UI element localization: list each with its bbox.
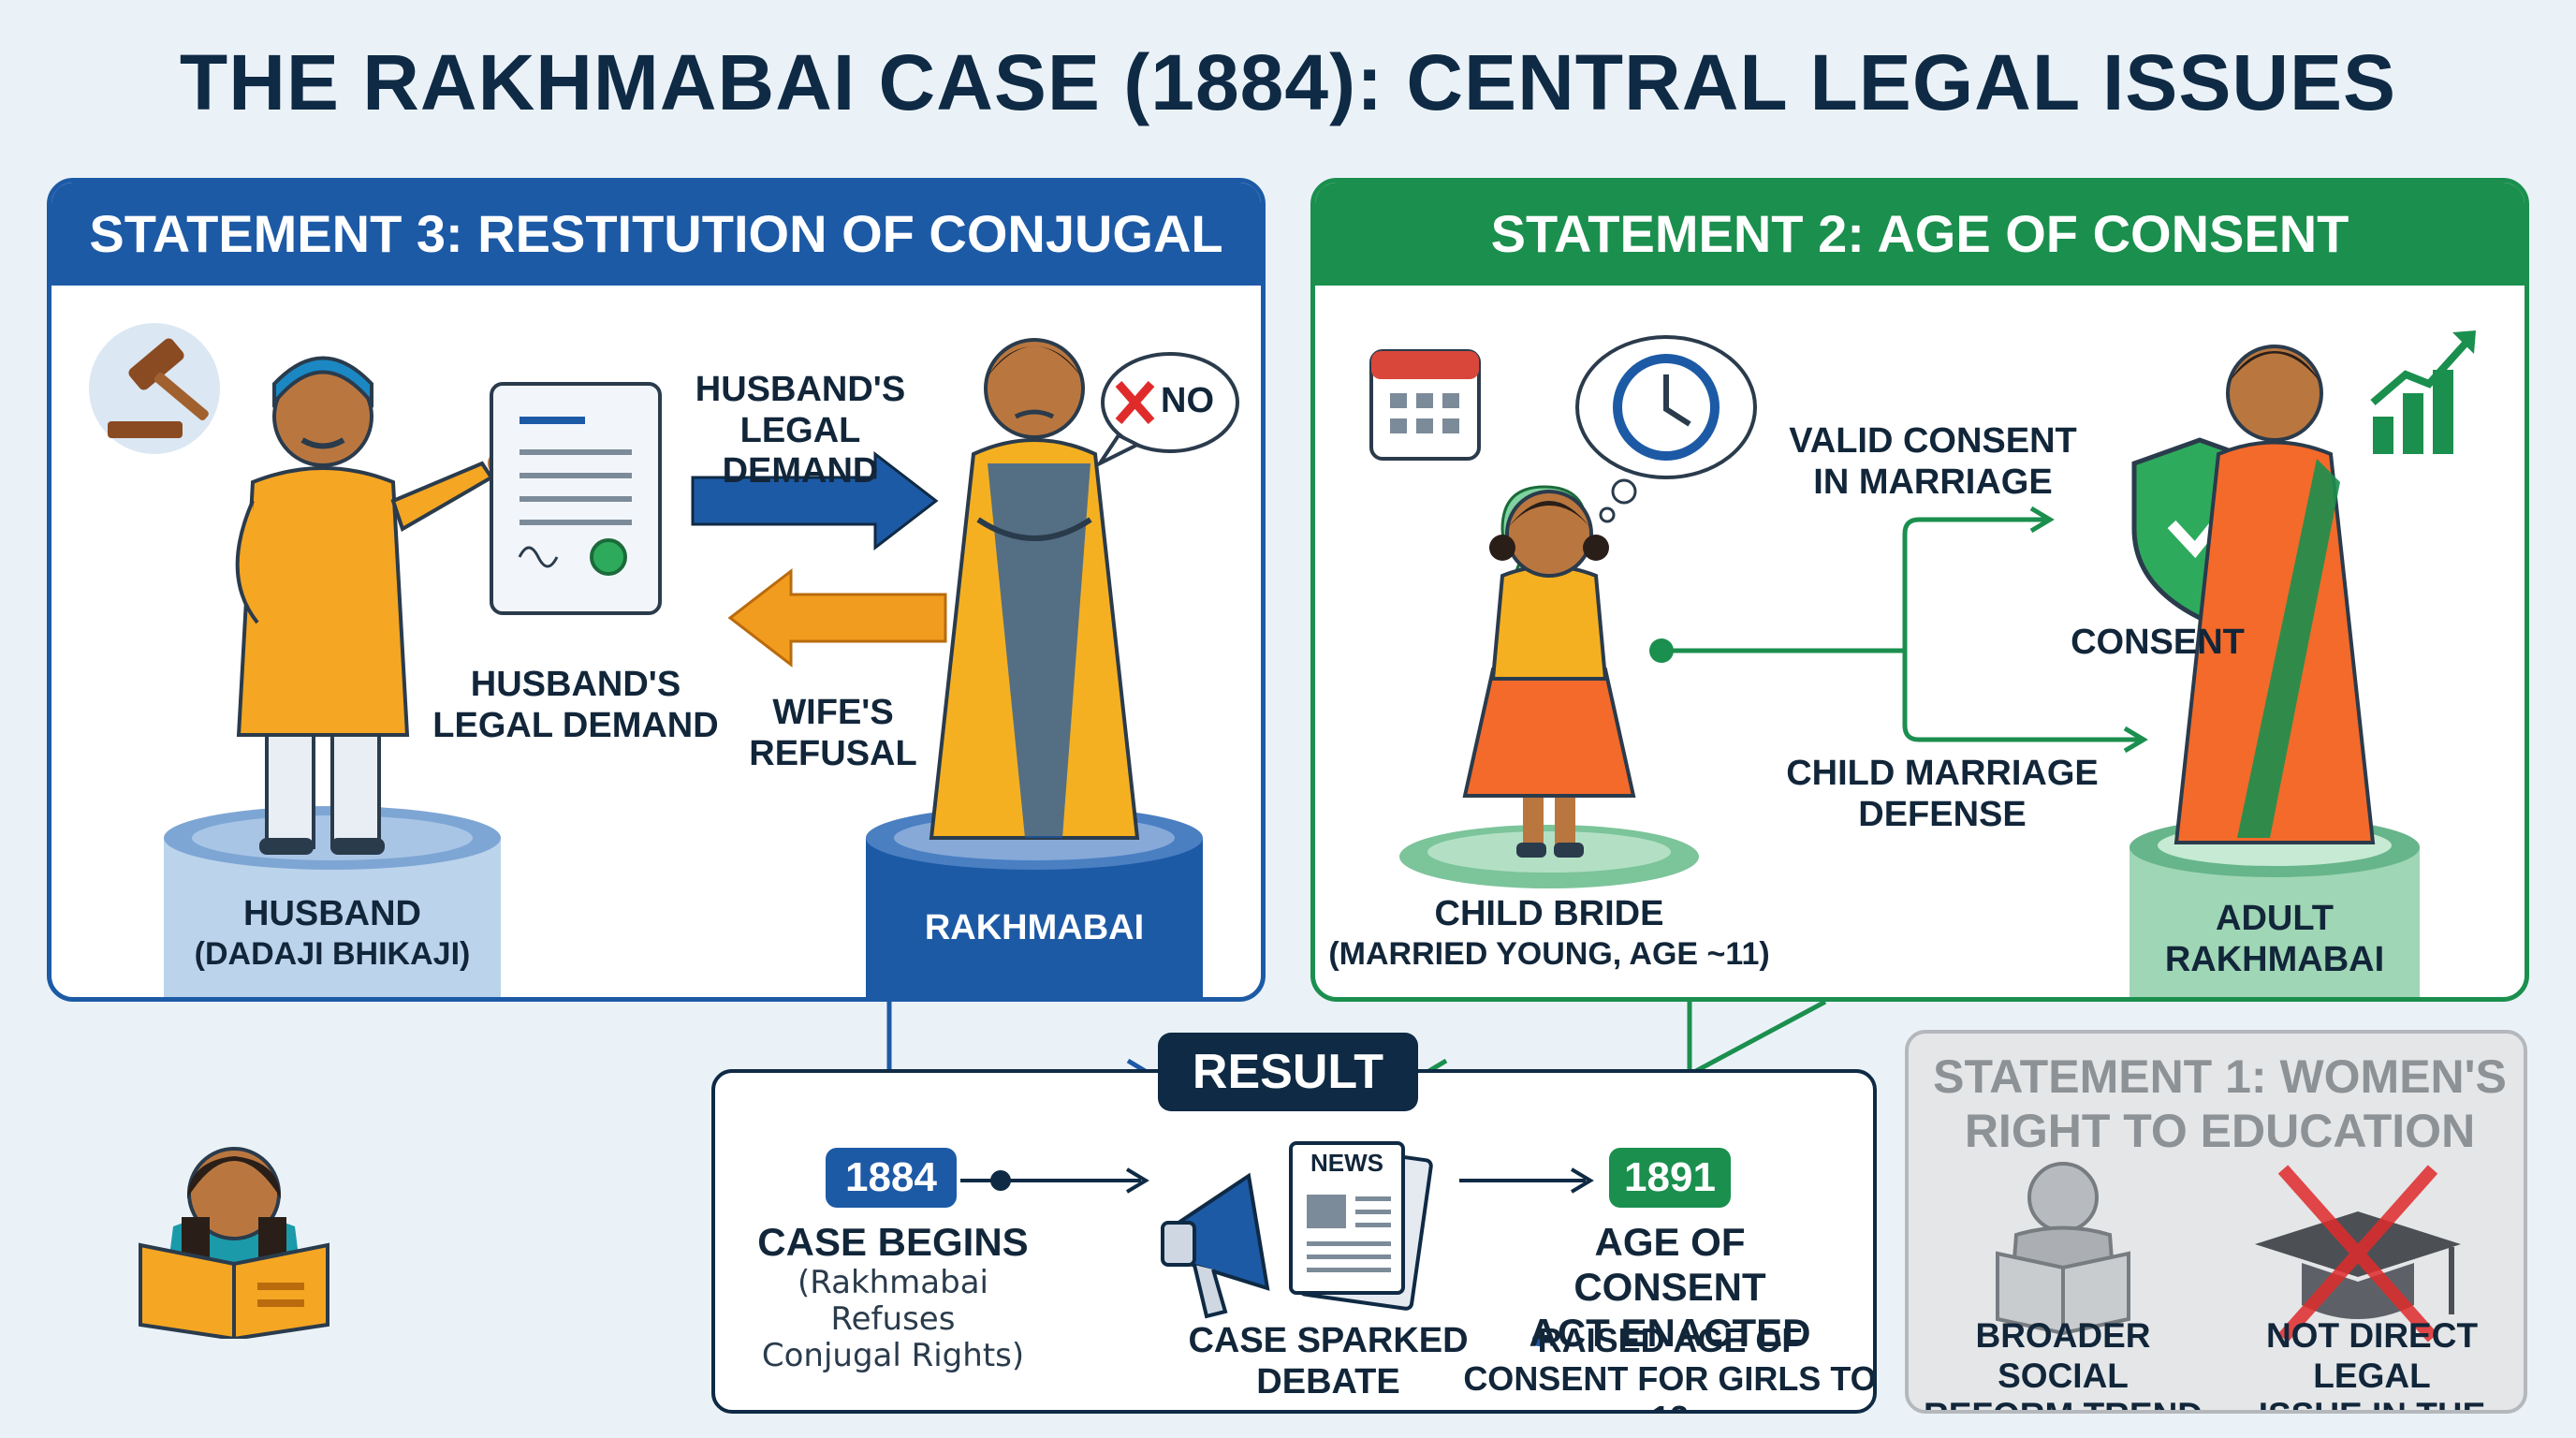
wife-refusal-label: WIFE'S REFUSAL	[749, 693, 917, 773]
timeline-arrow-2	[1459, 1167, 1594, 1194]
newspaper-icon	[1289, 1141, 1433, 1311]
rakhmabai-name-label: RAKHMABAI	[924, 908, 1145, 947]
statement-2-illustration: ?	[1369, 330, 2476, 997]
statement-2-panel: STATEMENT 2: AGE OF CONSENT ?	[1310, 178, 2529, 1002]
husband-name-label: HUSBAND	[243, 894, 421, 933]
social-reform-label: BROADER SOCIAL REFORM TREND	[1924, 1316, 2203, 1410]
no-speech-bubble-icon	[1094, 352, 1239, 469]
statement-2-heading: STATEMENT 2: AGE OF CONSENT	[1315, 183, 2525, 286]
child-bride-name-label: CHILD BRIDE	[1434, 894, 1664, 933]
consent-label: CONSENT	[2071, 623, 2245, 662]
adult-rakhmabai-figure	[2174, 345, 2376, 844]
case-begins-sub-label: (Rakhmabai Refuses Conjugal Rights)	[761, 1264, 1025, 1375]
child-bride-figure	[1462, 490, 1636, 858]
result-tag: RESULT	[1158, 1033, 1418, 1111]
rakhmabai-figure	[929, 338, 1140, 840]
act-sub-label: RAISED AGE OF CONSENT FOR GIRLS TO 12	[1463, 1321, 1877, 1410]
statement-1-panel: STATEMENT 1: WOMEN'S RIGHT TO EDUCATION …	[1905, 1030, 2527, 1414]
child-marriage-defense-label: CHILD MARRIAGE DEFENSE	[1786, 754, 2099, 834]
statement-3-illustration	[89, 323, 1239, 997]
growth-chart-icon	[2370, 330, 2476, 454]
gavel-icon	[89, 323, 220, 454]
newspaper-news-text: NEWS	[1310, 1149, 1383, 1177]
statement-3-heading: STATEMENT 3: RESTITUTION OF CONJUGAL RIG…	[51, 183, 1261, 366]
act-enacted-label: AGE OF CONSENT ACT ENACTED	[1529, 1220, 1811, 1355]
result-panel: 1884 CASE BEGINS (Rakhmabai Refuses Conj…	[711, 1069, 1877, 1414]
statement-1-illustration	[1996, 1162, 2461, 1343]
statement-3-panel: STATEMENT 3: RESTITUTION OF CONJUGAL RIG…	[47, 178, 1266, 1002]
legal-document-icon	[490, 382, 662, 615]
year-1884-badge: 1884	[826, 1148, 957, 1208]
case-sparked-debate-label: CASE SPARKED DEBATE	[1188, 1321, 1469, 1401]
reading-girl-icon	[139, 1147, 329, 1339]
year-1891-badge: 1891	[1609, 1148, 1731, 1208]
valid-consent-label: VALID CONSENT IN MARRIAGE	[1789, 421, 2077, 502]
adult-rakhmabai-label: ADULT RAKHMABAI	[2164, 899, 2385, 979]
husband-figure	[235, 356, 514, 855]
megaphone-icon	[1161, 1172, 1270, 1319]
graduation-cap-crossed-icon	[2255, 1165, 2461, 1343]
not-direct-issue-label: NOT DIRECT LEGAL ISSUE IN THE CASE	[2259, 1316, 2486, 1410]
reading-person-icon	[1996, 1162, 2130, 1336]
consent-branch-lines	[1649, 506, 2148, 754]
husband-demand-top-label: HUSBAND'S LEGAL DEMAND	[695, 370, 906, 492]
husband-sub-label: (DADAJI BHIKAJI)	[194, 936, 471, 972]
bullet-dot	[1532, 1333, 1545, 1346]
clock-thought-icon	[1575, 335, 1757, 523]
child-pedestal	[1399, 825, 1699, 888]
refusal-arrow	[727, 567, 947, 668]
calendar-icon	[1369, 349, 1481, 461]
child-bride-sub-label: (MARRIED YOUNG, AGE ~11)	[1328, 936, 1770, 972]
timeline-arrow-1	[960, 1167, 1149, 1194]
page-title: THE RAKHMABAI CASE (1884): CENTRAL LEGAL…	[179, 38, 2397, 126]
husband-demand-bottom-label: HUSBAND'S LEGAL DEMAND	[432, 665, 719, 745]
demand-arrow	[691, 450, 939, 551]
case-begins-label: CASE BEGINS	[757, 1220, 1029, 1264]
no-bubble-text: NO	[1161, 381, 1214, 420]
statement-1-heading: STATEMENT 1: WOMEN'S RIGHT TO EDUCATION	[1933, 1050, 2507, 1157]
result-illustration	[960, 1141, 1594, 1346]
